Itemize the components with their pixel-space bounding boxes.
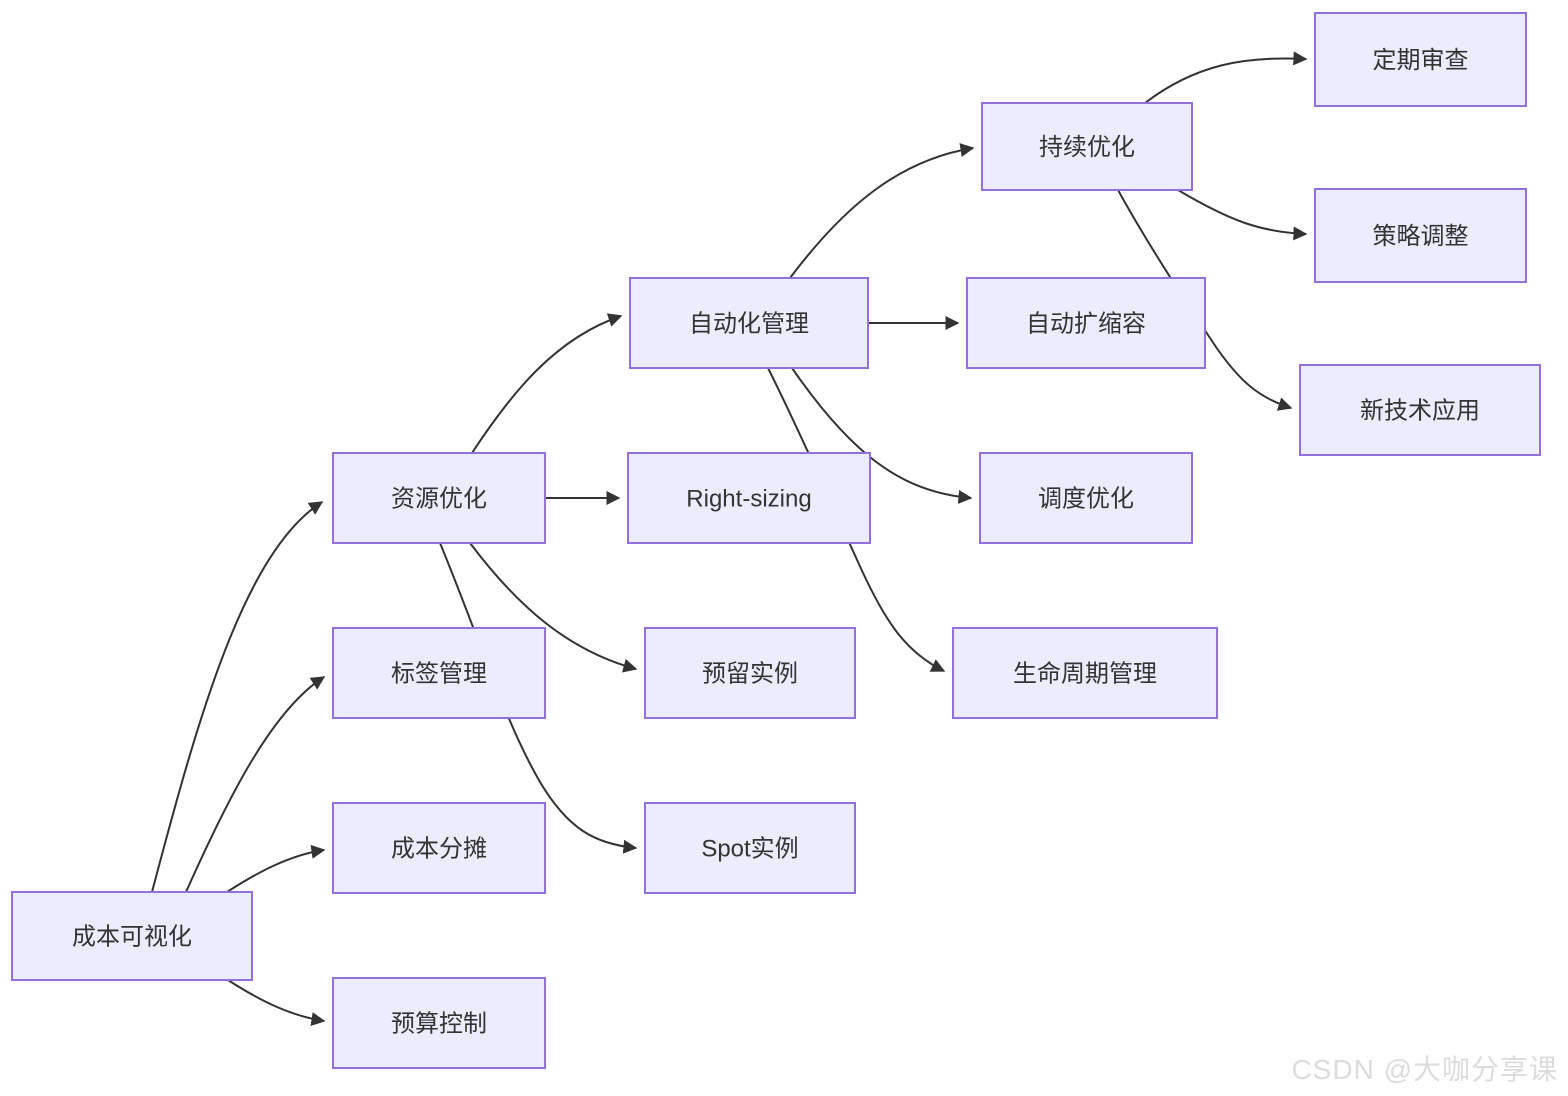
edge-cost-visualization-to-cost-allocation — [226, 844, 326, 893]
node-auto-scaling-label: 自动扩缩容 — [1026, 310, 1146, 337]
edge-continuous-optimization-to-periodic-review — [1144, 51, 1308, 104]
node-automation-management-box — [629, 277, 869, 369]
node-new-tech-application-box — [1299, 364, 1541, 456]
edge-automation-management-to-scheduling-optimization — [791, 367, 973, 504]
edge-cost-visualization-to-budget-control — [227, 979, 326, 1026]
node-strategy-adjustment-box — [1314, 188, 1527, 283]
node-periodic-review: 定期审查 — [1314, 12, 1527, 107]
node-new-tech-application-label: 新技术应用 — [1360, 397, 1480, 424]
node-resource-optimization: 资源优化 — [332, 452, 546, 544]
node-continuous-optimization-label: 持续优化 — [1039, 134, 1135, 161]
node-budget-control-box — [332, 977, 546, 1069]
node-resource-optimization-label: 资源优化 — [391, 485, 487, 512]
node-automation-management: 自动化管理 — [629, 277, 869, 369]
node-spot-instances-label: Spot实例 — [701, 835, 798, 862]
node-reserved-instances-box — [644, 627, 856, 719]
node-tag-management-box — [332, 627, 546, 719]
node-scheduling-optimization-box — [979, 452, 1193, 544]
node-reserved-instances-label: 预留实例 — [702, 660, 798, 687]
node-resource-optimization-box — [332, 452, 546, 544]
node-cost-visualization-label: 成本可视化 — [72, 923, 192, 950]
node-strategy-adjustment-label: 策略调整 — [1373, 223, 1469, 250]
edge-automation-management-to-lifecycle-management — [767, 367, 946, 672]
node-periodic-review-label: 定期审查 — [1373, 47, 1469, 74]
node-cost-visualization: 成本可视化 — [11, 891, 253, 981]
node-reserved-instances: 预留实例 — [644, 627, 856, 719]
node-strategy-adjustment: 策略调整 — [1314, 188, 1527, 283]
node-periodic-review-box — [1314, 12, 1527, 107]
node-automation-management-label: 自动化管理 — [689, 310, 809, 337]
edge-cost-visualization-to-resource-optimization — [151, 501, 324, 893]
edge-automation-management-to-continuous-optimization — [789, 143, 975, 279]
watermark: CSDN @大咖分享课 — [1291, 1054, 1558, 1085]
node-continuous-optimization: 持续优化 — [981, 102, 1193, 191]
edge-cost-visualization-to-tag-management — [185, 676, 326, 893]
node-tag-management: 标签管理 — [332, 627, 546, 719]
edge-resource-optimization-to-spot-instances — [439, 542, 638, 854]
node-tag-management-label: 标签管理 — [391, 660, 487, 687]
node-right-sizing: Right-sizing — [627, 452, 871, 544]
node-cost-visualization-box — [11, 891, 253, 981]
node-spot-instances: Spot实例 — [644, 802, 856, 894]
edge-continuous-optimization-to-new-tech-application — [1117, 189, 1293, 411]
edge-continuous-optimization-to-strategy-adjustment — [1177, 189, 1308, 241]
edge-resource-optimization-to-automation-management — [471, 313, 623, 454]
node-right-sizing-box — [627, 452, 871, 544]
node-lifecycle-management: 生命周期管理 — [952, 627, 1218, 719]
node-lifecycle-management-box — [952, 627, 1218, 719]
node-cost-allocation-label: 成本分摊 — [391, 835, 487, 862]
edge-resource-optimization-to-reserved-instances — [469, 542, 638, 673]
node-budget-control: 预算控制 — [332, 977, 546, 1069]
node-budget-control-label: 预算控制 — [391, 1010, 487, 1037]
node-new-tech-application: 新技术应用 — [1299, 364, 1541, 456]
node-spot-instances-box — [644, 802, 856, 894]
node-scheduling-optimization-label: 调度优化 — [1038, 485, 1134, 512]
node-auto-scaling: 自动扩缩容 — [966, 277, 1206, 369]
node-cost-allocation-box — [332, 802, 546, 894]
node-right-sizing-label: Right-sizing — [686, 485, 811, 512]
node-continuous-optimization-box — [981, 102, 1193, 191]
node-auto-scaling-box — [966, 277, 1206, 369]
node-scheduling-optimization: 调度优化 — [979, 452, 1193, 544]
node-cost-allocation: 成本分摊 — [332, 802, 546, 894]
node-lifecycle-management-label: 生命周期管理 — [1013, 660, 1157, 687]
